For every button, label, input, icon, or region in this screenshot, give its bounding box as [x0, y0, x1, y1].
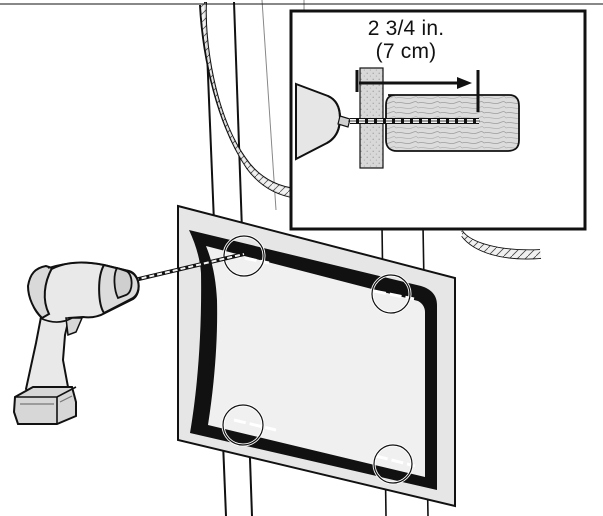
drill-icon: [12, 252, 245, 425]
inset-dimension-metric: (7 cm): [375, 40, 437, 63]
inset-dimension-imperial: 2 3/4 in.: [367, 17, 445, 40]
detail-inset: [289, 9, 587, 231]
inset-drill-icon: [295, 82, 480, 161]
mounting-template: [177, 204, 456, 508]
depth-arrow-icon: [355, 70, 480, 112]
